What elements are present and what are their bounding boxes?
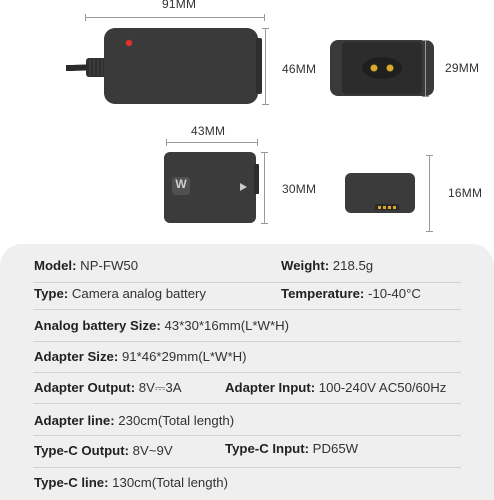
spec-adapter-output: Adapter Output: 8V⎓3A [34, 380, 182, 396]
led-indicator [125, 39, 133, 47]
spec-adapter-input-value: 100-240V AC50/60Hz [318, 380, 447, 395]
spec-adapter-line-label: Adapter line: [34, 413, 115, 428]
battery-width-line [166, 142, 258, 143]
battery-body [164, 152, 256, 223]
battery-end-view-image [345, 173, 415, 213]
spec-typec-line-label: Type-C line: [34, 475, 109, 490]
spec-panel: Model: NP-FW50 Weight: 218.5g Type: Came… [0, 244, 494, 500]
adapter-depth-line [425, 40, 426, 96]
tick [422, 96, 429, 97]
tick [257, 139, 258, 146]
tick [426, 155, 433, 156]
tick [264, 14, 265, 21]
power-adapter-image [66, 28, 262, 104]
spec-temperature-label: Temperature: [281, 286, 365, 301]
spec-adapter-size-value: 91*46*29mm(L*W*H) [121, 349, 247, 364]
battery-height-label: 30MM [282, 182, 317, 196]
spec-weight-value: 218.5g [332, 258, 374, 273]
adapter-depth-label: 29MM [445, 61, 480, 75]
adapter-body [104, 28, 258, 104]
spec-model-label: Model: [34, 258, 77, 273]
battery-logo-icon: W [175, 177, 187, 191]
tick [262, 104, 269, 105]
adapter-width-line [85, 17, 265, 18]
spec-battery-size-value: 43*30*16mm(L*W*H) [164, 318, 290, 333]
spec-typec-output: Type-C Output: 8V~9V [34, 443, 173, 458]
spec-adapter-line-value: 230cm(Total length) [118, 413, 235, 428]
battery-height-line [264, 152, 265, 223]
tick [262, 28, 269, 29]
spec-typec-output-value: 8V~9V [132, 443, 173, 458]
battery-depth-label: 16MM [448, 186, 483, 200]
spec-typec-line: Type-C line: 130cm(Total length) [34, 475, 228, 490]
spec-battery-size-label: Analog battery Size: [34, 318, 161, 333]
spec-temperature-value: -10-40°C [367, 286, 421, 301]
adapter-height-label: 46MM [282, 62, 317, 76]
tick [261, 223, 268, 224]
tick [426, 231, 433, 232]
spec-typec-input-value: PD65W [312, 441, 359, 456]
spec-temperature: Temperature: -10-40°C [281, 286, 421, 301]
spec-typec-input: Type-C Input: PD65W [225, 441, 358, 456]
spec-typec-output-label: Type-C Output: [34, 443, 129, 458]
battery-width-label: 43MM [191, 124, 226, 138]
spec-typec-input-label: Type-C Input: [225, 441, 309, 456]
divider [33, 467, 461, 468]
spec-type-value: Camera analog battery [71, 286, 207, 301]
spec-adapter-input-label: Adapter Input: [225, 380, 316, 395]
spec-weight-label: Weight: [281, 258, 330, 273]
spec-battery-size: Analog battery Size: 43*30*16mm(L*W*H) [34, 318, 289, 333]
tick [85, 14, 86, 21]
spec-type: Type: Camera analog battery [34, 286, 206, 301]
divider [33, 341, 461, 342]
spec-adapter-size: Adapter Size: 91*46*29mm(L*W*H) [34, 349, 247, 364]
battery-front-image [164, 152, 259, 223]
adapter-end-view-image [330, 40, 434, 96]
adapter-width-label: 91MM [162, 0, 197, 11]
divider [33, 282, 461, 283]
battery-depth-line [429, 155, 430, 231]
tick [422, 40, 429, 41]
divider [33, 309, 461, 310]
spec-adapter-line: Adapter line: 230cm(Total length) [34, 413, 234, 428]
divider [33, 372, 461, 373]
spec-weight: Weight: 218.5g [281, 258, 373, 273]
spec-adapter-output-label: Adapter Output: [34, 380, 136, 395]
divider [33, 403, 461, 404]
spec-model: Model: NP-FW50 [34, 258, 138, 273]
adapter-height-line [265, 28, 266, 104]
tick [261, 152, 268, 153]
spec-type-label: Type: [34, 286, 69, 301]
spec-adapter-input: Adapter Input: 100-240V AC50/60Hz [225, 380, 446, 395]
divider [33, 435, 461, 436]
spec-typec-line-value: 130cm(Total length) [112, 475, 228, 490]
spec-adapter-size-label: Adapter Size: [34, 349, 119, 364]
spec-adapter-output-value: 8V⎓3A [138, 380, 182, 395]
ac-socket [362, 57, 402, 79]
battery-arrow-icon [240, 183, 247, 191]
tick [166, 139, 167, 146]
spec-model-value: NP-FW50 [80, 258, 139, 273]
